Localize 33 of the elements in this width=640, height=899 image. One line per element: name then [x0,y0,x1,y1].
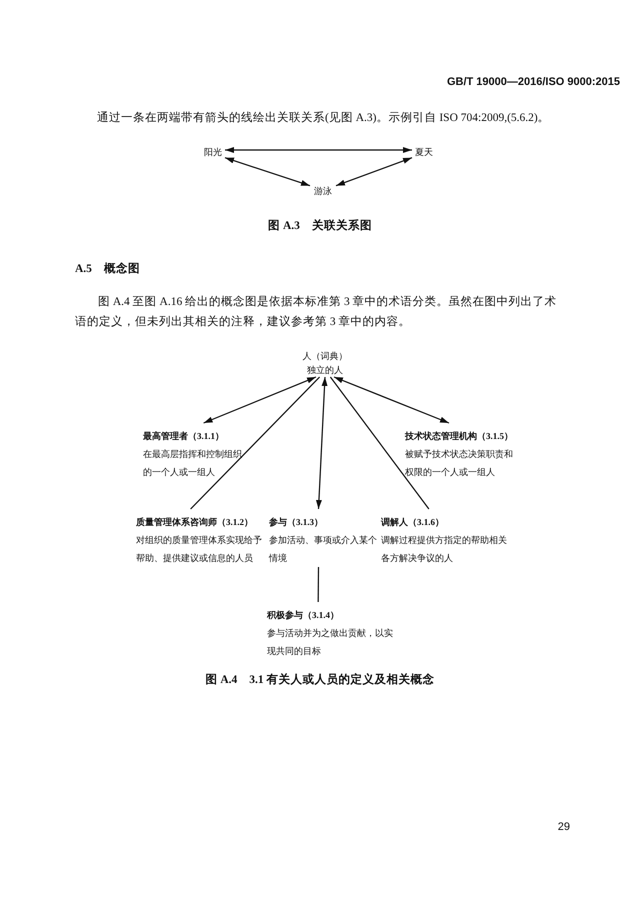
concept-term: 技术状态管理机构（3.1.5） [405,430,514,443]
arrow [334,376,450,424]
body-text: 通过一条在两端带有箭头的线绘出关联关系(见图 A.3)。示例引自 ISO 704:2009,(5.6.2)。 [97,110,551,126]
page-number: 29 [556,820,570,835]
concept-term: 人（词典） [302,350,348,363]
concept-label: 阳光 [201,139,225,161]
concept-term: 调解人（3.1.6） [381,516,445,529]
connector-line [190,376,320,510]
definition-text: 独立的人 [306,364,344,377]
section-heading: A.5 概念图 [75,261,141,277]
figure-caption: 图 A.4 3.1 有关人或人员的定义及相关概念 [204,672,436,688]
definition-text: 参与活动并为之做出贡献，以实现共同的目标 [267,627,394,658]
definition-text: 调解过程提供方指定的帮助相关各方解决争议的人 [381,534,507,565]
concept-term: 积极参与（3.1.4） [267,609,340,622]
definition-text: 在最高层指挥和控制组织的一个人或一组人 [143,448,243,479]
concept-label: 夏天 [412,139,436,161]
connector-line [318,567,320,602]
arrow [203,376,316,424]
connector-line [330,376,430,510]
definition-text: 参加活动、事项或介入某个情境 [269,534,378,565]
arrow [316,376,328,510]
arrow [225,147,412,153]
concept-label: 游泳 [310,178,336,200]
concept-term: 最高管理者（3.1.1） [143,430,225,443]
definition-text: 对组织的质量管理体系实现给予帮助、提供建议或信息的人员 [136,534,263,565]
figure-caption: 图 A.3 关联关系图 [267,218,373,234]
body-text: 图 A.4 至图 A.16 给出的概念图是依据本标准第 3 章中的术语分类。虽然在图中列出了术语的定义，但未列出其相关的注释，建议参考第 3 章中的内容。 [75,294,558,330]
definition-text: 被赋予技术状态决策职责和权限的一个人或一组人 [405,448,514,479]
concept-term: 质量管理体系咨询师（3.1.2） [136,516,254,529]
arrow [224,156,310,187]
concept-term: 参与（3.1.3） [269,516,324,529]
arrow [336,156,412,186]
running-header: GB/T 19000—2016/ISO 9000:2015 [446,75,620,90]
